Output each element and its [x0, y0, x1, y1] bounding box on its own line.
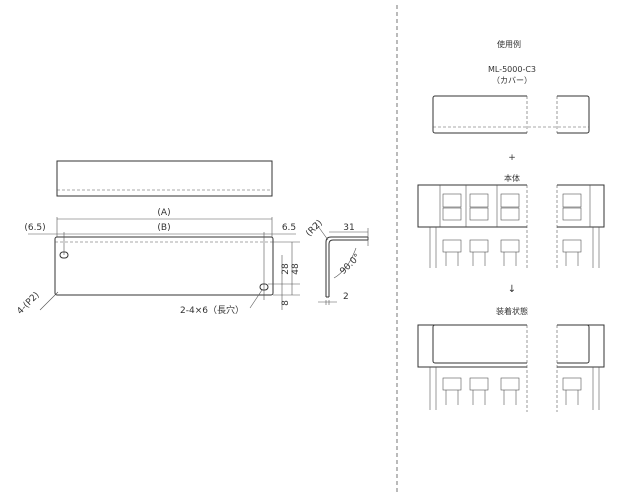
usage-cover [432, 94, 590, 135]
model-sub-label: （カバー） [492, 76, 532, 85]
dim-left-offset: (6.5) [24, 223, 45, 233]
dim-a-label: (A) [157, 208, 170, 218]
cover-top-view [56, 160, 273, 197]
assembled-label: 装着状態 [496, 306, 528, 316]
plus-sign: + [508, 153, 516, 163]
body-label: 本体 [504, 173, 520, 183]
assembled-assembly [417, 320, 605, 415]
dim-thickness: 2 [343, 292, 349, 302]
angle-label: 90.0° [338, 252, 362, 276]
dimension-lines [28, 217, 300, 311]
model-number: ML-5000-C3 [488, 65, 536, 74]
dim-48: 48 [291, 263, 301, 275]
slot-label: 2-4×6（長穴） [180, 304, 244, 316]
dim-28: 28 [281, 263, 291, 275]
dim-right-offset: 6.5 [282, 223, 296, 233]
usage-title: 使用例 [497, 39, 521, 49]
dim-8: 8 [281, 300, 291, 306]
dim-31: 31 [343, 223, 354, 233]
dim-b-label: (B) [157, 223, 170, 233]
corner-radius-label: 4-(P2) [15, 290, 41, 316]
terminal-block-body [417, 183, 605, 271]
side-section-view [314, 221, 369, 305]
down-arrow: ↓ [508, 284, 516, 295]
radius-top-label: (R2) [304, 218, 325, 239]
cover-front-view [54, 232, 274, 300]
